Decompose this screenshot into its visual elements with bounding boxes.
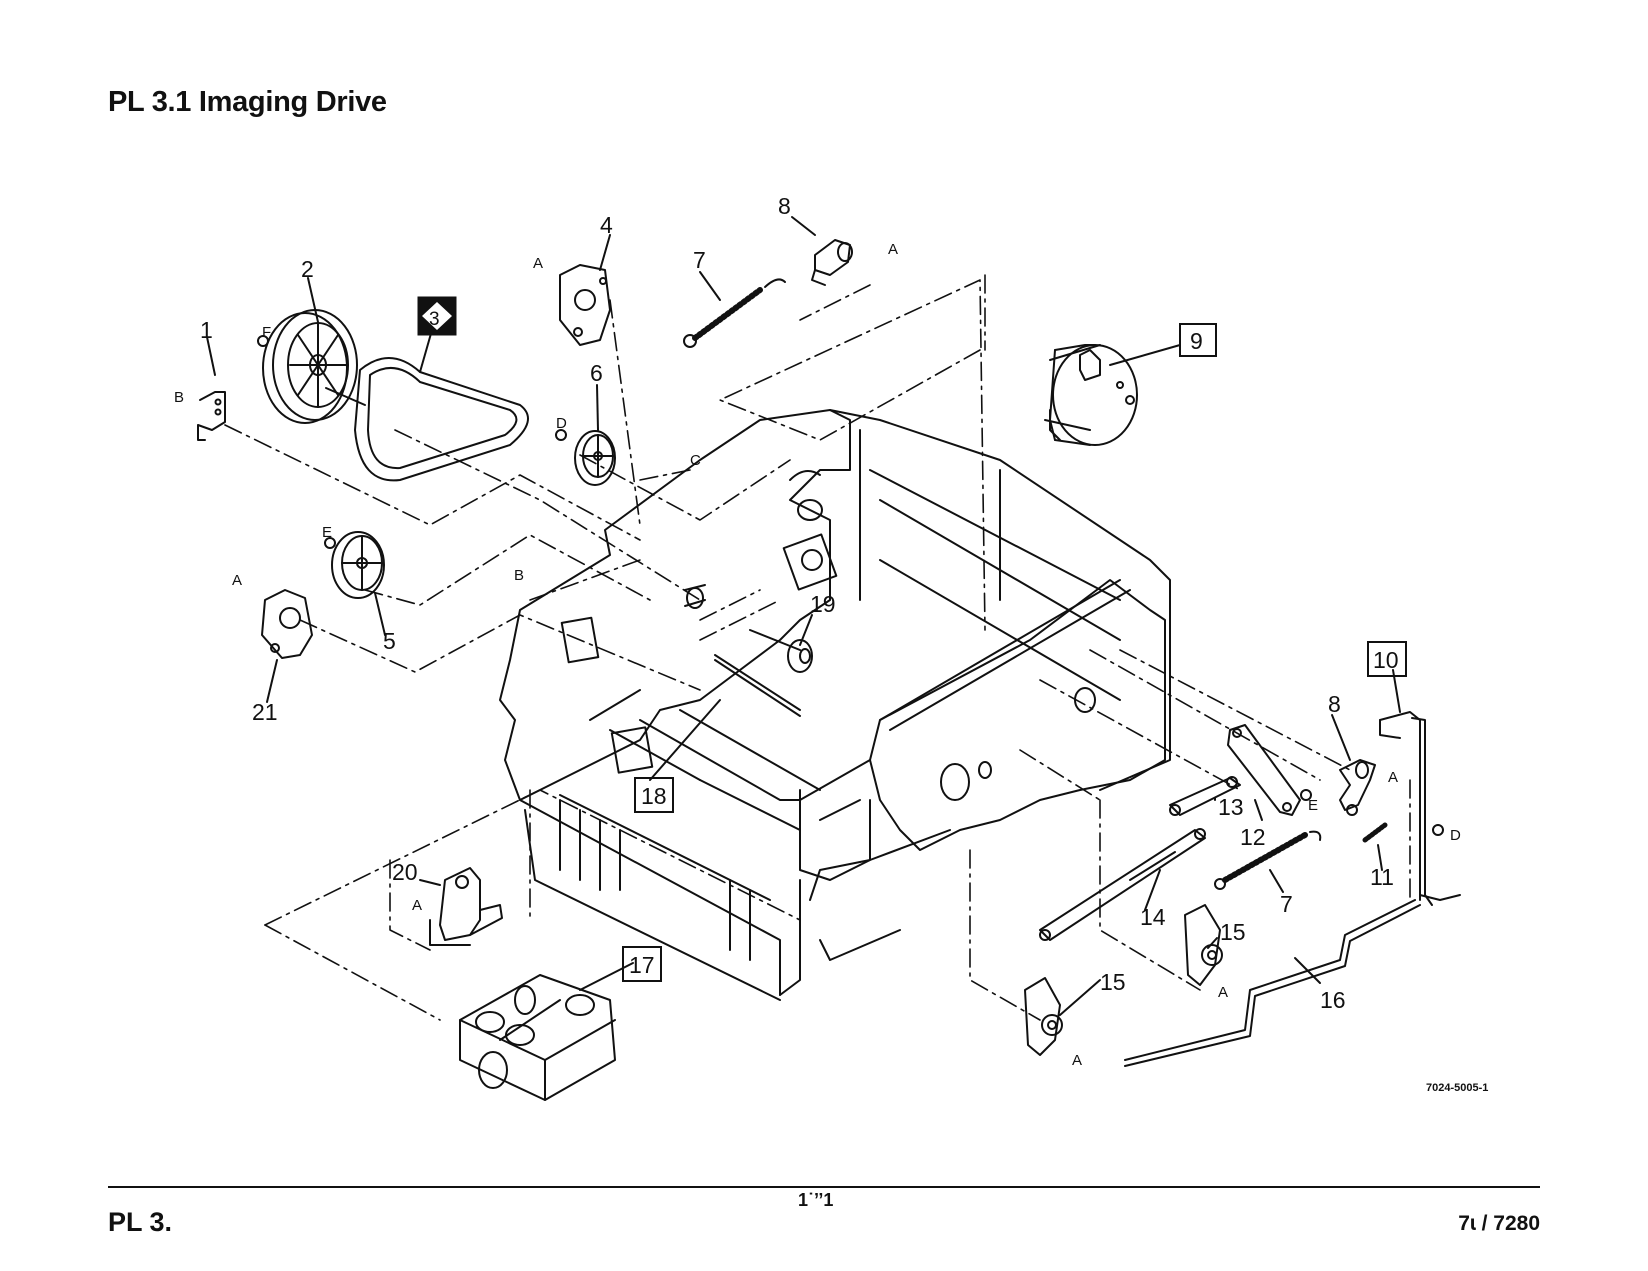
ref-a3: A <box>232 572 242 589</box>
page-title: PL 3.1 Imaging Drive <box>108 86 387 118</box>
callout-7-top: 7 <box>693 247 706 273</box>
ref-a4: A <box>1388 769 1398 786</box>
svg-text:18: 18 <box>641 783 667 809</box>
callout-9-box: 9 <box>1179 323 1217 357</box>
callout-15-lower: 15 <box>1100 969 1126 995</box>
ref-a7: A <box>412 897 422 914</box>
footer-model: 7ɩ / 7280 <box>1458 1212 1540 1235</box>
callout-4: 4 <box>600 212 613 238</box>
callout-labels: 1 2 4 5 6 7 7 8 8 11 12 13 14 15 15 16 1… <box>200 193 1407 1013</box>
footer-rule <box>108 1186 1540 1188</box>
callout-18-box: 18 <box>634 777 674 813</box>
callout-1: 1 <box>200 317 213 343</box>
ref-a1: A <box>533 255 543 272</box>
ref-d2: D <box>1450 827 1461 844</box>
ref-a6: A <box>1072 1052 1082 1069</box>
drive-frame <box>499 409 1171 1001</box>
callout-16: 16 <box>1320 987 1346 1013</box>
ref-c1: C <box>690 452 701 469</box>
callout-8-right: 8 <box>1328 691 1341 717</box>
callout-19: 19 <box>810 591 836 617</box>
ref-e2: E <box>1308 797 1318 814</box>
callout-11: 11 <box>1370 864 1394 890</box>
drive-assembly-17 <box>459 974 616 1101</box>
callout-13: 13 <box>1218 794 1244 820</box>
callout-17-box: 17 <box>622 946 662 982</box>
callout-3-box: 3 <box>417 296 457 336</box>
callout-20: 20 <box>392 859 418 885</box>
callout-10-box: 10 <box>1367 641 1407 677</box>
drive-gear-2 <box>262 309 366 424</box>
callout-2: 2 <box>301 256 314 282</box>
callout-6: 6 <box>590 360 603 386</box>
motor-9 <box>1044 344 1138 446</box>
callout-14: 14 <box>1140 904 1166 930</box>
footer-section: PL 3. <box>108 1207 173 1237</box>
ref-d1: D <box>556 415 567 432</box>
ref-e1: E <box>322 524 332 541</box>
callout-5: 5 <box>383 628 396 654</box>
svg-text:3: 3 <box>429 309 440 330</box>
ref-a2: A <box>888 241 898 258</box>
assembly-lines <box>224 274 1411 1021</box>
callout-21: 21 <box>252 699 278 725</box>
callout-15-upper: 15 <box>1220 919 1246 945</box>
footer-date: 1˙’’1 <box>798 1190 834 1210</box>
callout-8-top: 8 <box>778 193 791 219</box>
figure-id: 7024-5005-1 <box>1426 1082 1489 1094</box>
ref-a5: A <box>1218 984 1228 1001</box>
svg-text:10: 10 <box>1373 647 1399 673</box>
callout-7-right: 7 <box>1280 891 1293 917</box>
drive-belt-3 <box>354 357 529 482</box>
ref-b1: B <box>174 389 184 406</box>
svg-text:17: 17 <box>629 952 655 978</box>
ref-b2: B <box>514 567 524 584</box>
svg-text:9: 9 <box>1190 328 1203 354</box>
reference-letters: A A A A A A A B B C D D E E F <box>174 241 1461 1069</box>
callout-12: 12 <box>1240 824 1266 850</box>
ref-f1: F <box>262 324 271 341</box>
